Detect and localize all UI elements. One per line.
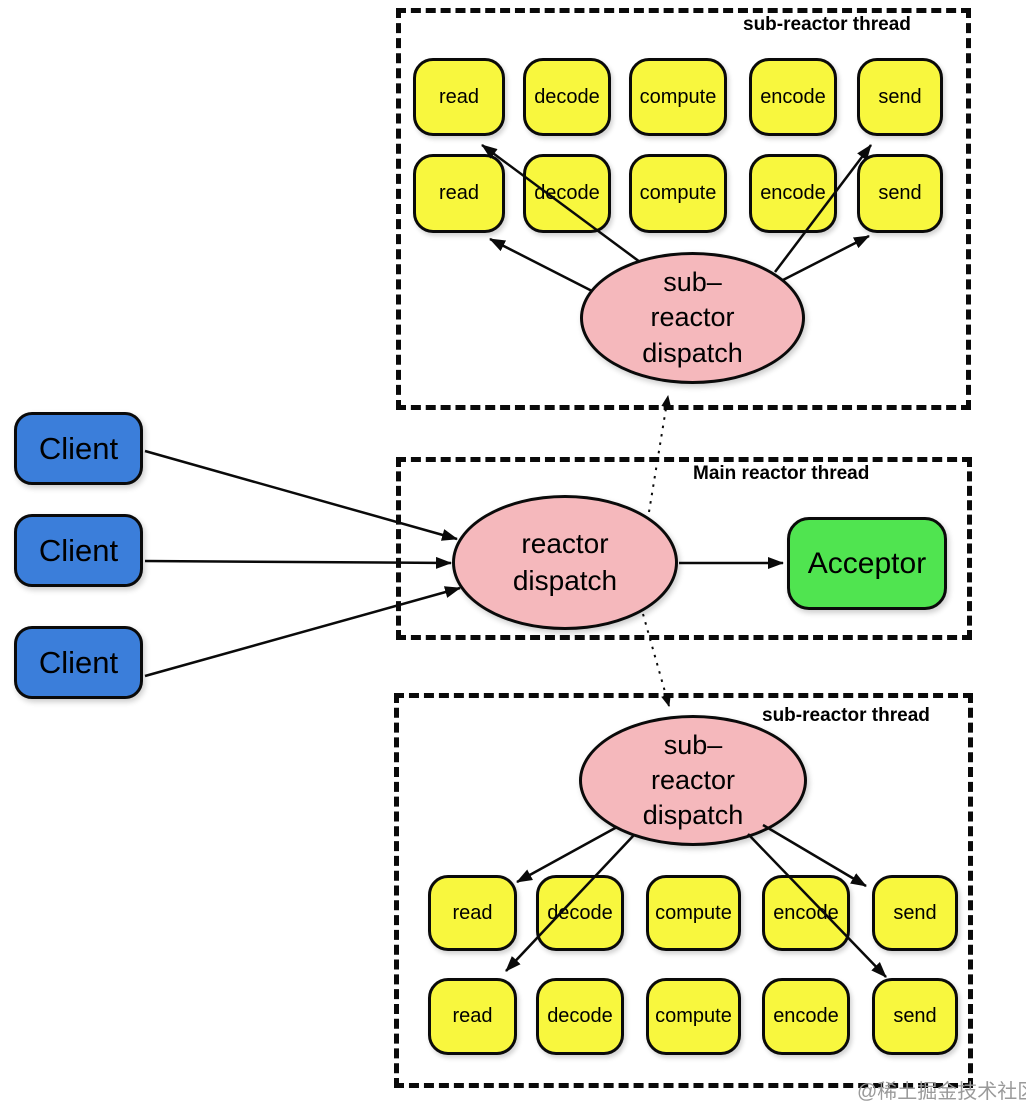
task-box-decode: decode <box>523 58 611 136</box>
client-box: Client <box>14 514 143 587</box>
bottom-subreactor-panel-title: sub-reactor thread <box>762 705 930 726</box>
task-box-encode: encode <box>762 875 850 951</box>
top-subreactor-panel-title: sub-reactor thread <box>743 14 911 35</box>
task-box-read: read <box>413 154 505 233</box>
acceptor-box: Acceptor <box>787 517 947 610</box>
task-box-send: send <box>857 58 943 136</box>
task-box-encode: encode <box>749 154 837 233</box>
task-box-send: send <box>872 978 958 1055</box>
task-box-send: send <box>857 154 943 233</box>
watermark-text: @稀土掘金技术社区 <box>857 1081 1026 1103</box>
task-box-read: read <box>413 58 505 136</box>
task-box-encode: encode <box>749 58 837 136</box>
main-reactor-dispatch-ellipse: reactor dispatch <box>452 495 678 630</box>
client-box: Client <box>14 626 143 699</box>
dispatch-text-line: dispatch <box>512 564 618 596</box>
top-subreactor-panel <box>396 8 971 410</box>
top-subreactor-dispatch-ellipse: sub– reactor dispatch <box>580 252 805 384</box>
dispatch-text-line: reactor <box>650 764 736 795</box>
dispatch-text-line: dispatch <box>642 337 743 368</box>
task-box-compute: compute <box>646 875 741 951</box>
task-box-compute: compute <box>629 58 727 136</box>
task-box-decode: decode <box>536 978 624 1055</box>
task-box-read: read <box>428 978 517 1055</box>
dispatch-text-line: reactor <box>650 302 735 333</box>
task-box-compute: compute <box>629 154 727 233</box>
bottom-subreactor-dispatch-ellipse: sub– reactor dispatch <box>579 715 807 846</box>
task-box-decode: decode <box>523 154 611 233</box>
dispatch-text-line: sub– <box>663 729 723 760</box>
dispatch-text-line: dispatch <box>642 800 744 831</box>
bottom-subreactor-panel <box>394 693 973 1088</box>
task-box-send: send <box>872 875 958 951</box>
main-reactor-panel-title: Main reactor thread <box>693 463 870 484</box>
task-box-read: read <box>428 875 517 951</box>
task-box-compute: compute <box>646 978 741 1055</box>
dispatch-text-line: reactor <box>521 528 609 560</box>
main-reactor-panel <box>396 457 972 640</box>
task-box-decode: decode <box>536 875 624 951</box>
task-box-encode: encode <box>762 978 850 1055</box>
client-box: Client <box>14 412 143 485</box>
dispatch-text-line: sub– <box>663 267 722 298</box>
